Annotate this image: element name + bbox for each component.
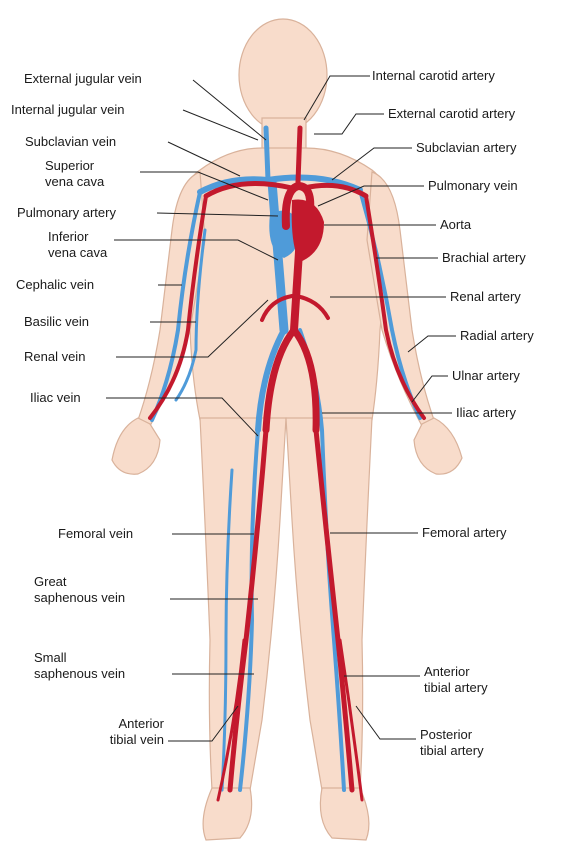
- label-posterior-tibial-artery-line2: tibial artery: [420, 743, 484, 759]
- label-pulmonary-artery: Pulmonary artery: [17, 205, 116, 221]
- label-external-jugular-vein: External jugular vein: [24, 71, 142, 87]
- carotid-artery: [298, 128, 300, 182]
- label-inferior-vena-cava: Inferior vena cava: [48, 229, 107, 261]
- label-external-carotid-artery: External carotid artery: [388, 106, 515, 122]
- leader-external-carotid-artery: [314, 114, 384, 134]
- label-ulnar-artery: Ulnar artery: [452, 368, 520, 384]
- label-femoral-artery: Femoral artery: [422, 525, 507, 541]
- label-radial-artery: Radial artery: [460, 328, 534, 344]
- left-hand: [112, 418, 160, 474]
- label-internal-carotid-artery: Internal carotid artery: [372, 68, 495, 84]
- label-subclavian-artery: Subclavian artery: [416, 140, 516, 156]
- label-posterior-tibial-artery-line1: Posterior: [420, 727, 484, 743]
- left-foot: [203, 788, 252, 840]
- right-arm: [367, 172, 434, 426]
- label-iliac-artery: Iliac artery: [456, 405, 516, 421]
- left-leg: [200, 418, 286, 790]
- jugular-vein: [266, 128, 268, 180]
- label-superior-vena-cava: Superior vena cava: [45, 158, 104, 190]
- label-subclavian-vein: Subclavian vein: [25, 134, 116, 150]
- label-anterior-tibial-vein-line2: tibial vein: [74, 732, 164, 748]
- right-hand: [414, 418, 462, 474]
- label-renal-artery: Renal artery: [450, 289, 521, 305]
- label-aorta: Aorta: [440, 217, 471, 233]
- label-small-saphenous-vein-line2: saphenous vein: [34, 666, 125, 682]
- label-anterior-tibial-artery: Anterior tibial artery: [424, 664, 488, 696]
- label-cephalic-vein: Cephalic vein: [16, 277, 94, 293]
- label-brachial-artery: Brachial artery: [442, 250, 526, 266]
- label-great-saphenous-vein: Great saphenous vein: [34, 574, 125, 606]
- label-inferior-vena-cava-line1: Inferior: [48, 229, 107, 245]
- label-superior-vena-cava-line1: Superior: [45, 158, 104, 174]
- label-small-saphenous-vein-line1: Small: [34, 650, 125, 666]
- label-basilic-vein: Basilic vein: [24, 314, 89, 330]
- body-silhouette: [112, 19, 462, 840]
- label-inferior-vena-cava-line2: vena cava: [48, 245, 107, 261]
- label-anterior-tibial-vein-line1: Anterior: [74, 716, 164, 732]
- label-pulmonary-vein: Pulmonary vein: [428, 178, 518, 194]
- label-small-saphenous-vein: Small saphenous vein: [34, 650, 125, 682]
- leader-internal-jugular-vein: [183, 110, 258, 140]
- head: [239, 19, 327, 131]
- leader-posterior-tibial-artery: [356, 706, 416, 739]
- right-leg: [286, 418, 372, 790]
- label-anterior-tibial-artery-line2: tibial artery: [424, 680, 488, 696]
- label-superior-vena-cava-line2: vena cava: [45, 174, 104, 190]
- label-anterior-tibial-artery-line1: Anterior: [424, 664, 488, 680]
- label-internal-jugular-vein: Internal jugular vein: [11, 102, 124, 118]
- label-great-saphenous-vein-line2: saphenous vein: [34, 590, 125, 606]
- label-iliac-vein: Iliac vein: [30, 390, 81, 406]
- label-anterior-tibial-vein: Anterior tibial vein: [74, 716, 164, 748]
- label-renal-vein: Renal vein: [24, 349, 85, 365]
- label-posterior-tibial-artery: Posterior tibial artery: [420, 727, 484, 759]
- label-great-saphenous-vein-line1: Great: [34, 574, 125, 590]
- label-femoral-vein: Femoral vein: [58, 526, 133, 542]
